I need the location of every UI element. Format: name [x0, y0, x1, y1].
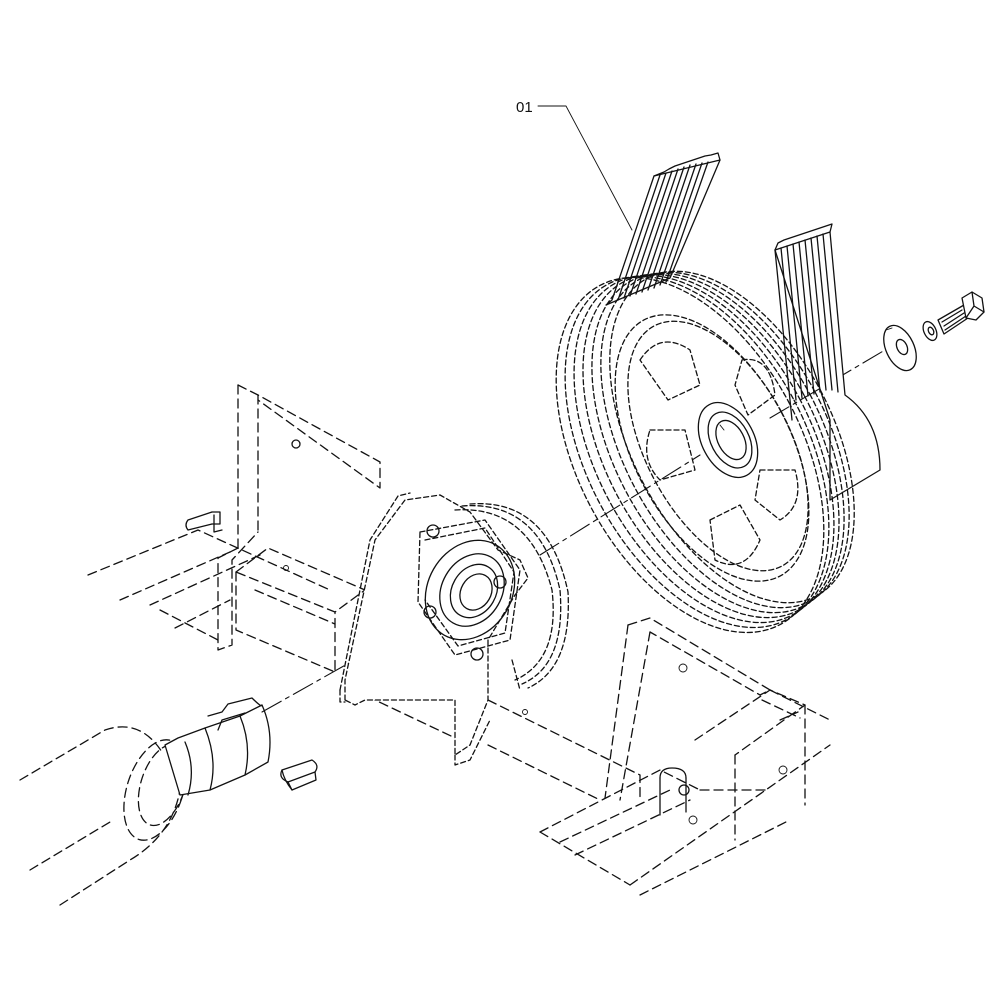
flat-washer [883, 324, 917, 372]
pulley-sheave [555, 270, 855, 634]
drive-shaft [164, 697, 271, 796]
right-frame-bracket [539, 617, 831, 896]
callout-01: 01 [516, 99, 633, 231]
hex-bolt [937, 291, 985, 335]
lock-washer [922, 320, 938, 342]
drive-belt [605, 152, 881, 501]
bearing-bracket [339, 492, 569, 766]
left-frame-bracket [87, 384, 381, 651]
callout-label: 01 [516, 99, 533, 116]
shaft-key [280, 759, 318, 791]
